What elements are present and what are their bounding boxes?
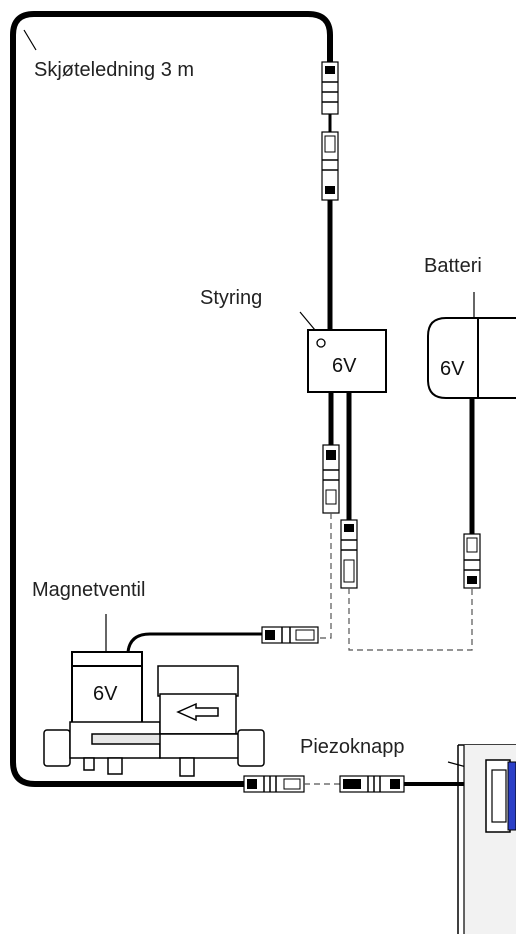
solenoid-coil-cap — [71, 651, 143, 667]
solenoid-valve-label: Magnetventil — [32, 579, 145, 601]
solenoid-valve-voltage: 6V — [93, 683, 118, 705]
piezo-button-plug — [339, 775, 405, 793]
extension-cable — [10, 11, 333, 787]
battery-voltage: 6V — [440, 358, 465, 380]
battery-body — [427, 317, 516, 399]
controller-label: Styring — [200, 287, 262, 309]
dashed-valve-connection — [318, 513, 332, 639]
solenoid-valve-plug — [261, 626, 319, 644]
controller-battery-plug — [340, 519, 358, 589]
extension-cable-end-plug — [243, 775, 305, 793]
extension-cable-label-leader — [23, 29, 37, 51]
controller-voltage: 6V — [332, 355, 357, 377]
piezo-button-backplate — [491, 769, 507, 823]
extension-cable-label: Skjøteledning 3 m — [34, 59, 194, 81]
battery-plug — [463, 533, 481, 589]
piezo-button-face — [507, 761, 516, 831]
controller-valve-plug — [322, 444, 340, 514]
controller-led — [316, 338, 326, 348]
dashed-battery-connection — [348, 588, 473, 651]
piezo-button-label: Piezoknapp — [300, 736, 405, 758]
top-connector-pair — [321, 61, 339, 201]
valve-housing — [43, 665, 265, 777]
solenoid-valve-cable — [126, 632, 262, 653]
battery-label: Batteri — [424, 255, 482, 277]
